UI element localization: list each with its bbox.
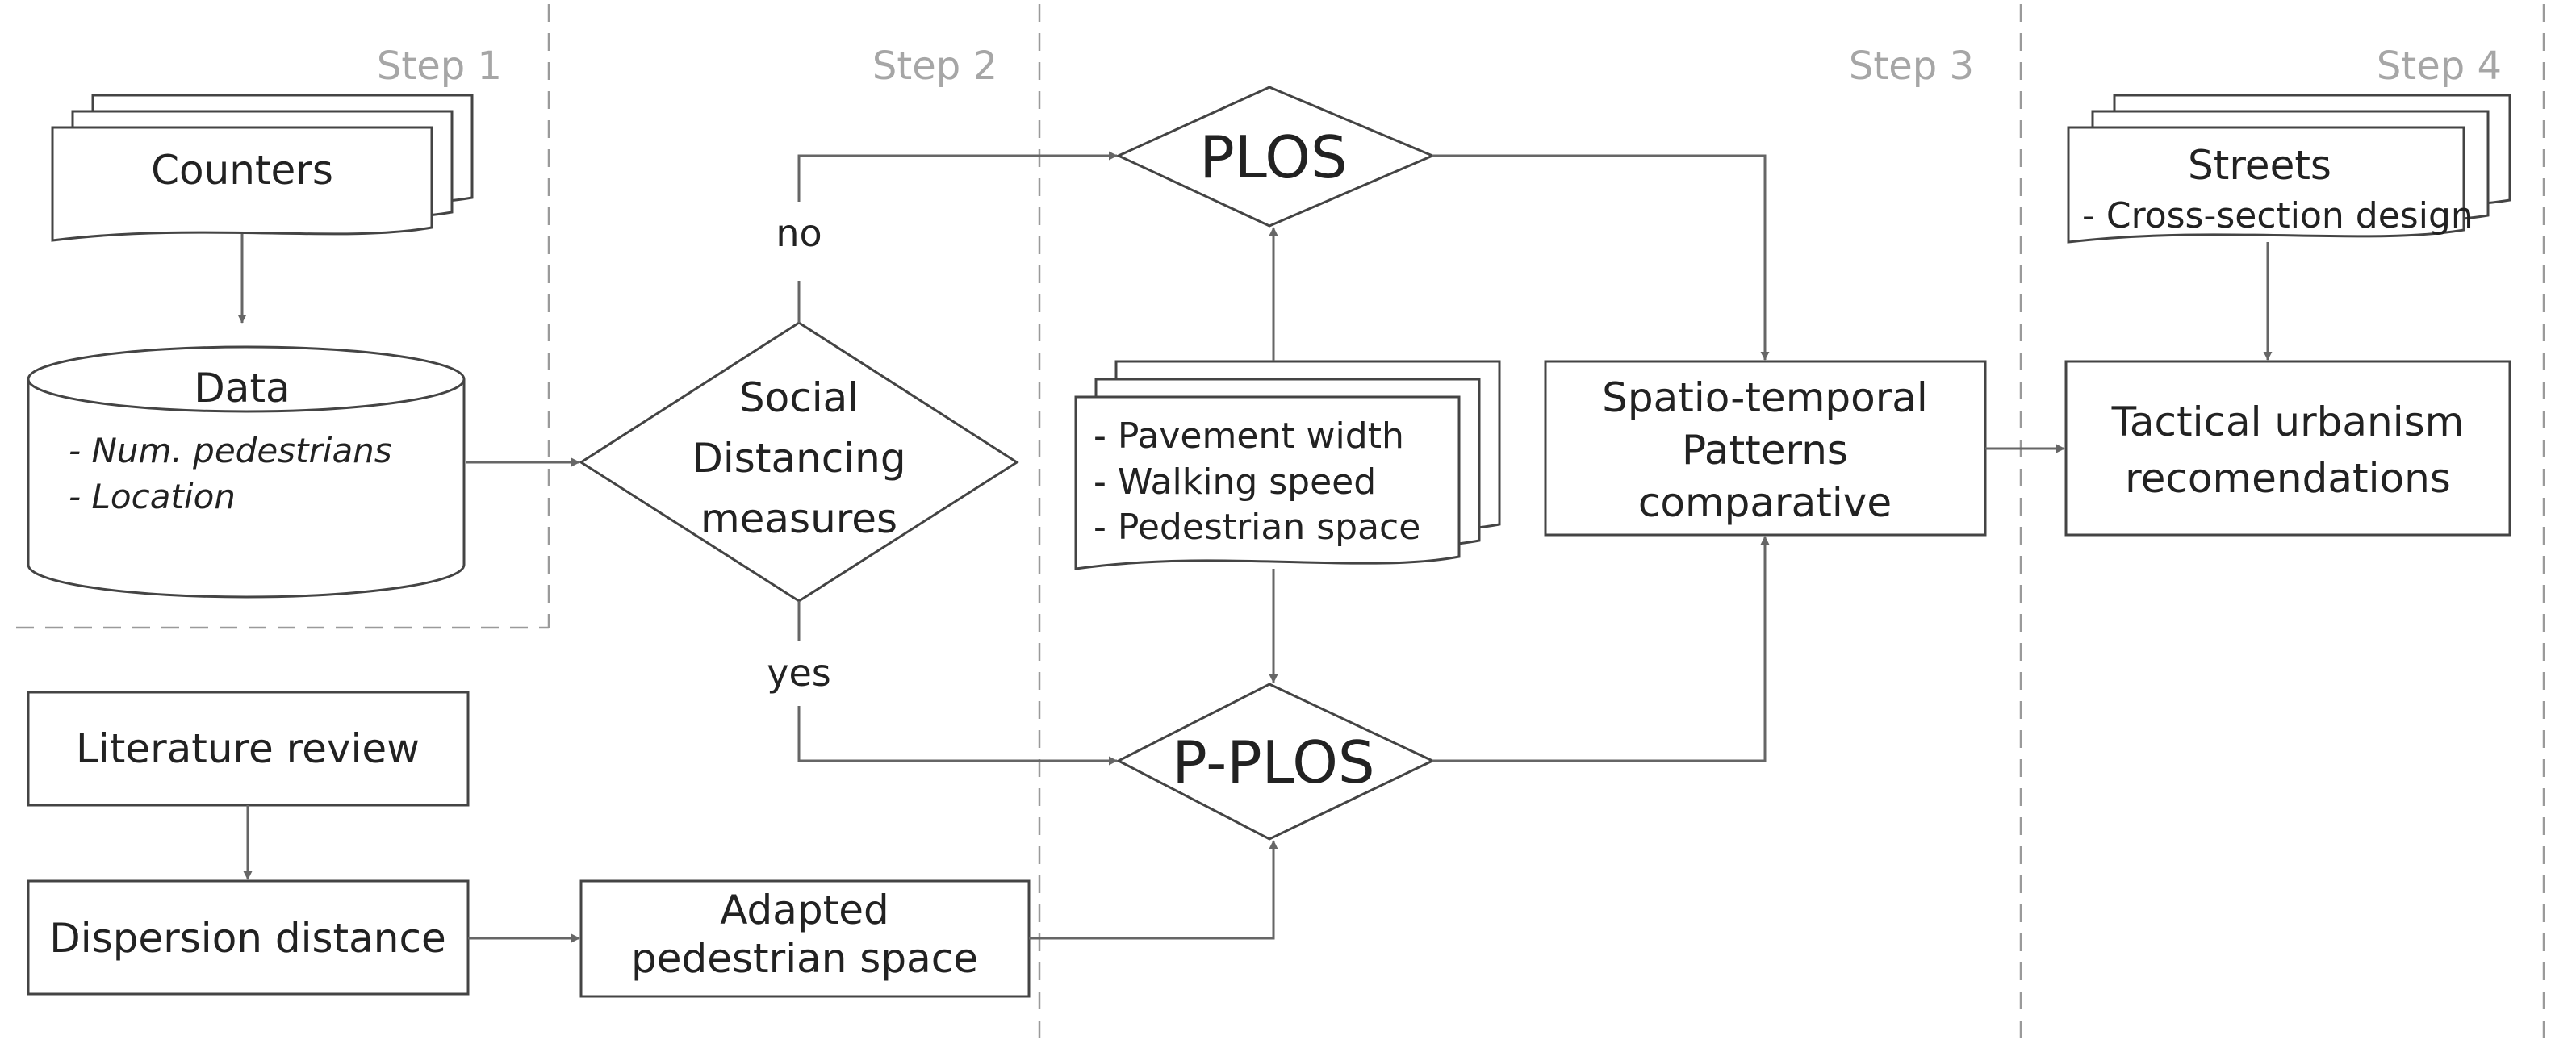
streets-node: Streets - Cross-section design bbox=[2067, 94, 2511, 244]
social-label-line3: measures bbox=[700, 495, 897, 542]
edge-label-yes: yes bbox=[767, 651, 831, 695]
tactical-label-line1: Tactical urbanism bbox=[2111, 399, 2465, 445]
plos-node: PLOS bbox=[1115, 86, 1436, 228]
edge-adapted-pplos bbox=[1029, 840, 1278, 940]
social-distancing-decision: Social Distancing measures bbox=[579, 321, 1019, 603]
data-node: Data - Num. pedestrians - Location bbox=[27, 345, 466, 599]
social-label-line1: Social bbox=[739, 374, 859, 421]
spatio-label-line2: Patterns bbox=[1682, 427, 1848, 474]
plos-label: PLOS bbox=[1199, 123, 1347, 191]
edge-social-pplos bbox=[797, 601, 1117, 761]
edge-label-no: no bbox=[776, 211, 822, 255]
param-pavement-width: - Pavement width bbox=[1094, 415, 1404, 457]
dispersion-distance-label: Dispersion distance bbox=[49, 915, 445, 962]
spatio-temporal-node: Spatio-temporal Patterns comparative bbox=[1544, 360, 1987, 537]
counters-node: Counters bbox=[51, 94, 474, 242]
data-item-location: - Location bbox=[69, 477, 236, 516]
p-plos-node: P-PLOS bbox=[1115, 683, 1436, 841]
literature-review-label: Literature review bbox=[76, 725, 420, 772]
literature-review-node: Literature review bbox=[27, 691, 470, 807]
streets-subtitle: - Cross-section design bbox=[2082, 195, 2474, 236]
spatio-label-line3: comparative bbox=[1638, 479, 1892, 526]
param-walking-speed: - Walking speed bbox=[1094, 461, 1376, 503]
tactical-label-line2: recomendations bbox=[2125, 455, 2451, 502]
p-plos-label: P-PLOS bbox=[1172, 729, 1374, 796]
step-label-3: Step 3 bbox=[1849, 44, 1974, 89]
parameters-node: - Pavement width - Walking speed - Pedes… bbox=[1074, 360, 1501, 570]
edge-social-plos bbox=[797, 156, 1117, 323]
data-item-pedestrians: - Num. pedestrians bbox=[69, 431, 392, 470]
tactical-urbanism-node: Tactical urbanism recomendations bbox=[2064, 360, 2511, 537]
dispersion-distance-node: Dispersion distance bbox=[27, 879, 470, 996]
param-pedestrian-space: - Pedestrian space bbox=[1094, 507, 1420, 548]
step-label-4: Step 4 bbox=[2377, 44, 2502, 89]
adapted-label-line1: Adapted bbox=[720, 887, 889, 933]
counters-label: Counters bbox=[151, 147, 333, 194]
step-label-2: Step 2 bbox=[872, 44, 997, 89]
adapted-pedestrian-space-node: Adapted pedestrian space bbox=[579, 879, 1031, 998]
edge-plos-spatio bbox=[1432, 154, 1770, 361]
social-label-line2: Distancing bbox=[692, 435, 905, 482]
adapted-label-line2: pedestrian space bbox=[631, 935, 978, 982]
step-label-1: Step 1 bbox=[377, 44, 502, 89]
edge-pplos-spatio bbox=[1432, 536, 1770, 762]
data-title: Data bbox=[194, 365, 290, 411]
streets-title: Streets bbox=[2188, 142, 2331, 189]
spatio-label-line1: Spatio-temporal bbox=[1602, 374, 1928, 421]
